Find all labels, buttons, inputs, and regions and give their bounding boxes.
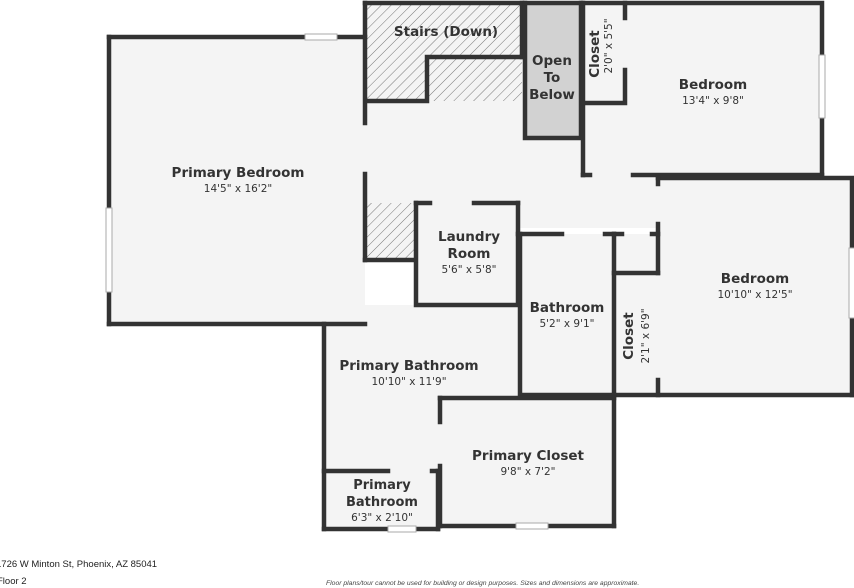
primary-bedroom-label: Primary Bedroom xyxy=(172,165,305,181)
floor-label: Floor 2 xyxy=(0,576,27,587)
bedroom-right-dims: 10'10" x 12'5" xyxy=(717,289,792,301)
closet-mid-label: Closet xyxy=(621,312,637,360)
walls xyxy=(106,0,854,532)
primary-closet-dims: 9'8" x 7'2" xyxy=(500,466,555,478)
stairs-label: Stairs (Down) xyxy=(394,24,498,40)
primary-bathroom-label: Primary Bathroom xyxy=(339,358,478,374)
room-labels: Stairs (Down) Open To Below Closet 2'0" … xyxy=(172,18,793,524)
laundry-label-1: Laundry xyxy=(438,229,500,245)
bedroom-top-label: Bedroom xyxy=(679,77,747,93)
stairs-hatch xyxy=(367,5,522,101)
primary-bathroom-dims: 10'10" x 11'9" xyxy=(371,376,446,388)
open-below-label-2: To xyxy=(544,70,561,86)
stairs-hatch-small xyxy=(367,203,415,260)
laundry-label-2: Room xyxy=(447,246,490,262)
bedroom-right-label: Bedroom xyxy=(721,271,789,287)
bathroom-label: Bathroom xyxy=(530,300,605,316)
bedroom-top-dims: 13'4" x 9'8" xyxy=(682,95,744,107)
laundry-dims: 5'6" x 5'8" xyxy=(441,264,496,276)
open-to-below-area xyxy=(525,5,581,138)
bathroom-dims: 5'2" x 9'1" xyxy=(539,318,594,330)
windows xyxy=(105,33,854,533)
primary-bathroom-small-dims: 6'3" x 2'10" xyxy=(351,512,413,524)
primary-closet-label: Primary Closet xyxy=(472,448,585,464)
closet-mid-dims: 2'1" x 6'9" xyxy=(640,308,652,363)
primary-bedroom-dims: 14'5" x 16'2" xyxy=(204,183,272,195)
closet-top-dims: 2'0" x 5'5" xyxy=(603,18,615,73)
closet-top-label: Closet xyxy=(587,30,603,78)
open-below-label-3: Below xyxy=(529,87,575,103)
disclaimer: Floor plans/tour cannot be used for buil… xyxy=(326,580,640,587)
open-below-label-1: Open xyxy=(532,53,572,69)
primary-bathroom-small-label-1: Primary xyxy=(353,478,411,493)
property-address: 1726 W Minton St, Phoenix, AZ 85041 xyxy=(0,559,158,570)
primary-bathroom-small-label-2: Bathroom xyxy=(346,495,418,510)
